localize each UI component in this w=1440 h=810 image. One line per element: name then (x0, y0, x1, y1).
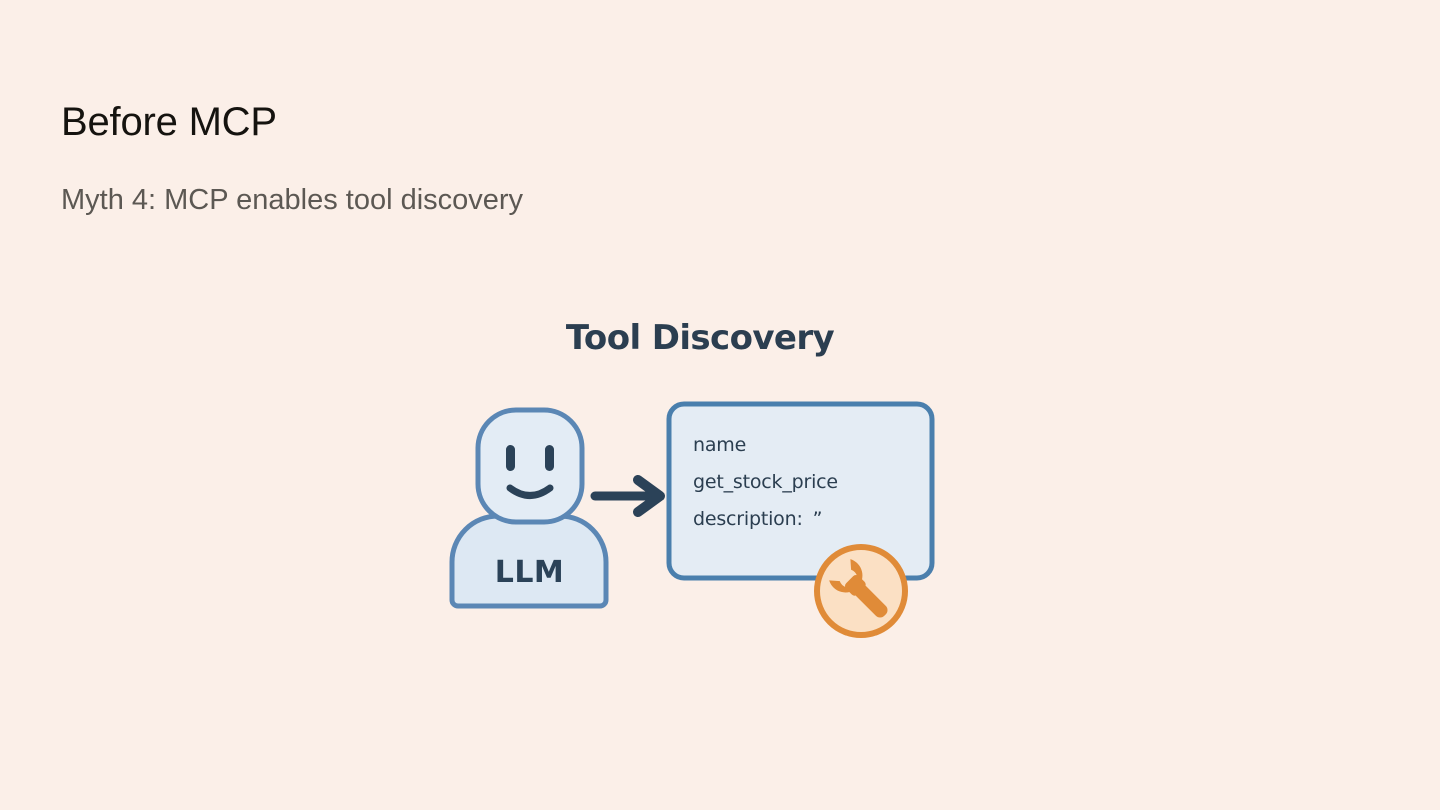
tool-card-line-description: description: ˮ (693, 501, 923, 538)
diagram-title: Tool Discovery (565, 318, 835, 358)
tool-card-line-value: get_stock_price (693, 471, 838, 493)
page-title: Before MCP (61, 100, 277, 144)
avatar-eye-left (506, 445, 515, 471)
tool-card-line-name: name (693, 434, 747, 456)
tool-card-description-value: ˮ (812, 508, 823, 530)
avatar-body (449, 513, 609, 609)
diagram-graphics (449, 401, 935, 638)
tool-card (666, 401, 935, 581)
slide-header: Before MCP Myth 4: MCP enables tool disc… (61, 98, 1061, 220)
llm-avatar (449, 407, 609, 609)
avatar-smile (506, 484, 554, 499)
wrench-icon (829, 559, 888, 618)
arrow-right-icon (590, 475, 665, 517)
tool-card-text: name get_stock_price description: ˮ (693, 427, 923, 538)
wrench-badge (814, 544, 908, 638)
tool-card-description-label: description: (693, 508, 803, 530)
tool-discovery-diagram: Tool Discovery (440, 300, 960, 660)
llm-label: LLM (494, 555, 565, 590)
avatar-head (475, 407, 585, 525)
avatar-eye-right (545, 445, 554, 471)
slide-subtitle: Myth 4: MCP enables tool discovery (61, 184, 524, 216)
